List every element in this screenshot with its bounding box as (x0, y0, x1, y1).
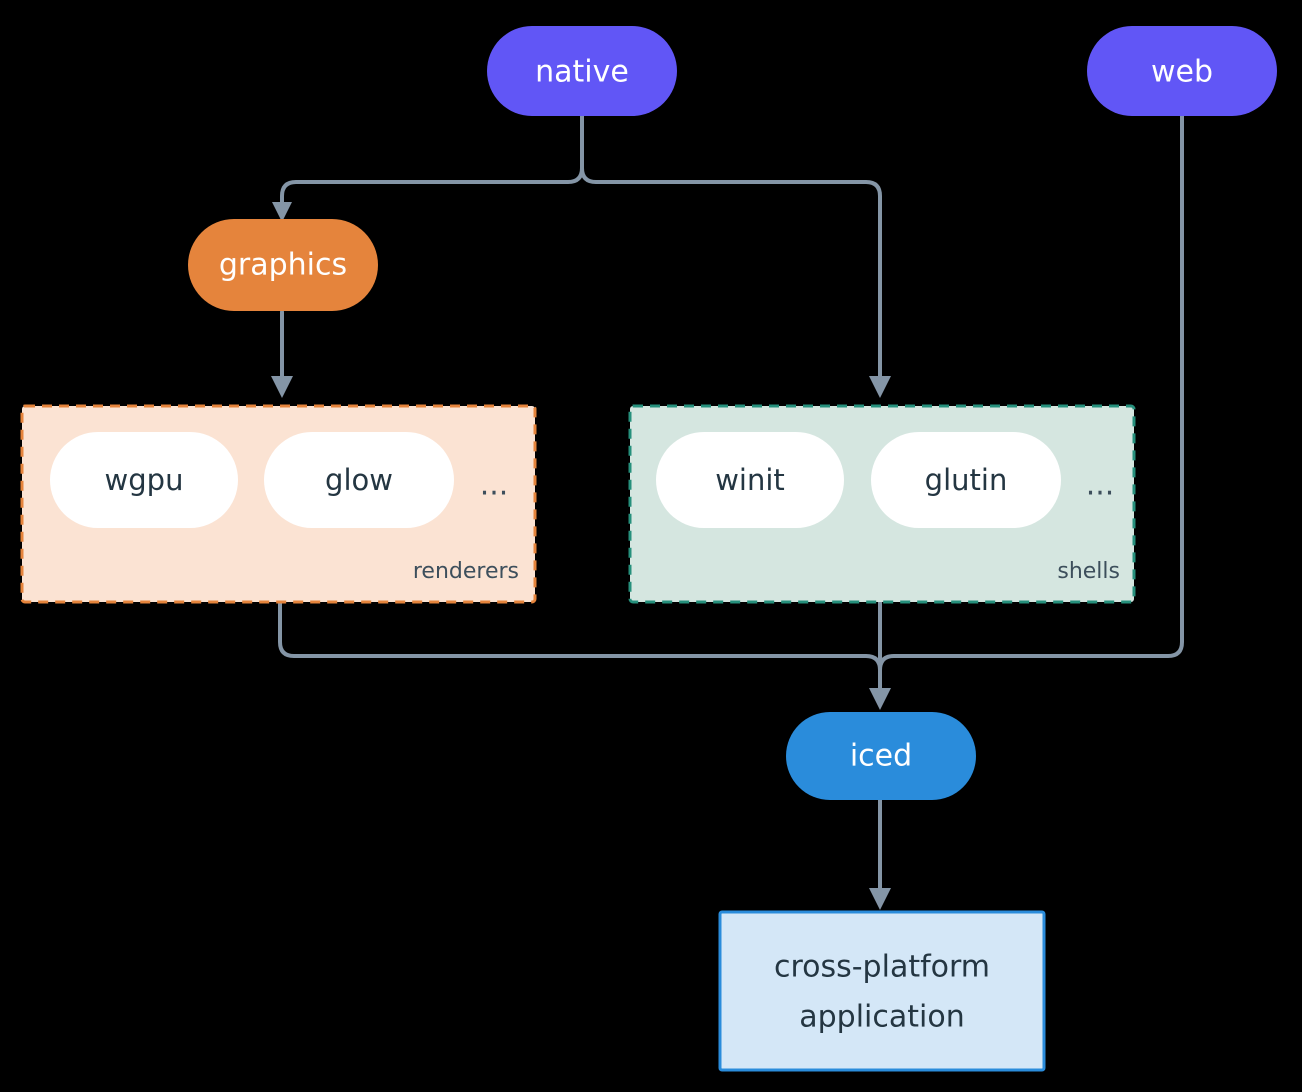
node-native[interactable]: native (487, 26, 677, 116)
pill-winit-shape (656, 432, 844, 528)
renderers-overflow-ellipsis: ... (480, 468, 509, 503)
pill-wgpu-shape (50, 432, 238, 528)
pill-wgpu[interactable]: wgpu (50, 432, 238, 528)
pill-glow-label: glow (325, 463, 393, 497)
node-web-label: web (1151, 55, 1213, 90)
shells-group-caption: shells (1057, 559, 1120, 584)
edge-web-iced (878, 110, 1184, 692)
renderers-group-caption: renderers (413, 559, 519, 584)
pill-winit[interactable]: winit (656, 432, 844, 528)
edge-layer (271, 110, 1184, 910)
node-application[interactable]: cross-platform application (718, 910, 1046, 1072)
edge-native-split (280, 110, 584, 208)
pill-glutin[interactable]: glutin (871, 432, 1061, 528)
shells-overflow-ellipsis: ... (1086, 468, 1115, 503)
node-graphics-shape (188, 219, 378, 311)
node-graphics-label: graphics (219, 248, 347, 283)
node-graphics[interactable]: graphics (188, 219, 378, 311)
pill-glutin-shape (871, 432, 1061, 528)
node-iced[interactable]: iced (786, 712, 976, 800)
node-iced-shape (786, 712, 976, 800)
arrowhead-iced-application (869, 888, 891, 910)
pill-wgpu-label: wgpu (105, 463, 184, 497)
pill-glow[interactable]: glow (264, 432, 454, 528)
group-renderers[interactable]: wgpu glow ... renderers (20, 404, 537, 604)
node-web[interactable]: web (1087, 26, 1277, 116)
node-native-label: native (535, 55, 629, 90)
arrowhead-graphics-renderers (271, 376, 293, 398)
node-iced-label: iced (850, 739, 912, 774)
node-application-label-line-1: cross-platform (774, 950, 990, 985)
arrowhead-native-graphics (272, 202, 292, 222)
edge-native-shells (580, 110, 882, 380)
pill-winit-label: winit (715, 463, 785, 497)
group-shells[interactable]: winit glutin ... shells (628, 404, 1136, 604)
edge-renderers-iced (278, 600, 882, 692)
node-web-shape (1087, 26, 1277, 116)
arrowhead-native-shells (869, 376, 891, 398)
pill-glow-shape (264, 432, 454, 528)
node-application-shape (718, 910, 1046, 1072)
node-native-shape (487, 26, 677, 116)
arrowhead-into-iced (869, 688, 891, 710)
node-application-label-line-2: application (799, 1000, 964, 1035)
pill-glutin-label: glutin (925, 463, 1008, 497)
